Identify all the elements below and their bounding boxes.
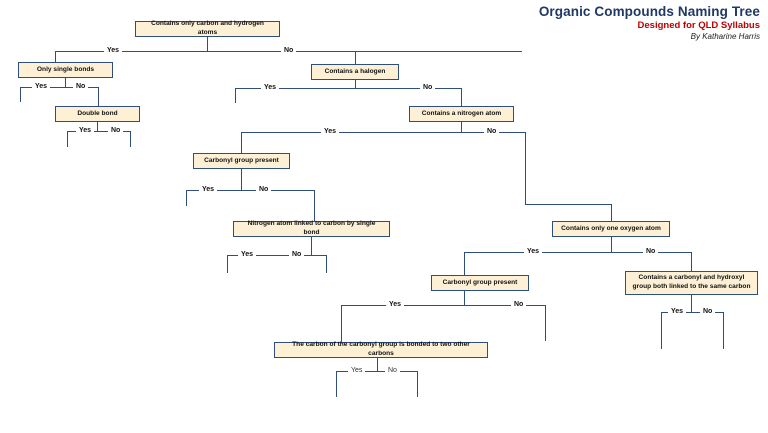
connector-n10-no-terminal bbox=[723, 312, 724, 349]
connector-n7-no-terminal bbox=[326, 255, 327, 273]
connector-n8-stem bbox=[611, 237, 612, 252]
node-contains-a-halogen[interactable]: Contains a halogen bbox=[311, 64, 399, 80]
edge-label-n9-no: No bbox=[511, 301, 527, 308]
connector-n6-yes-terminal bbox=[186, 190, 187, 206]
node-carbon-of-carbonyl-bonded-to-two-other-carbons[interactable]: The carbon of the carbonyl group is bond… bbox=[274, 341, 488, 358]
connector-n1-yes-leg bbox=[55, 51, 56, 62]
connector-n5-stem bbox=[461, 122, 462, 132]
node-contains-only-one-oxygen-atom[interactable]: Contains only one oxygen atom bbox=[552, 221, 670, 237]
connector-n4-bus bbox=[235, 88, 461, 89]
connector-n10-bus bbox=[661, 312, 723, 313]
connector-n3-stem bbox=[97, 122, 98, 131]
connector-n5-no-leg-across bbox=[525, 204, 611, 205]
node-carbonyl-group-present-oxygen-branch[interactable]: Carbonyl group present bbox=[431, 275, 529, 291]
connector-n7-bus bbox=[227, 255, 326, 256]
connector-n9-bus bbox=[341, 305, 545, 306]
connector-n7-stem bbox=[311, 237, 312, 255]
connector-n10-yes-terminal bbox=[661, 312, 662, 349]
edge-label-n11-no: No bbox=[385, 367, 400, 374]
edge-label-n6-yes: Yes bbox=[199, 186, 218, 193]
connector-n8-no-leg bbox=[691, 252, 692, 271]
connector-n11-yes-terminal bbox=[336, 371, 337, 397]
edge-label-n6-no: No bbox=[256, 186, 272, 193]
connector-n6-stem bbox=[241, 169, 242, 190]
edge-label-n1-yes: Yes bbox=[104, 47, 123, 54]
connector-n6-no-leg bbox=[314, 190, 315, 221]
node-double-bond[interactable]: Double bond bbox=[55, 106, 140, 122]
page-title: Organic Compounds Naming Tree bbox=[538, 4, 760, 19]
connector-n6-bus bbox=[186, 190, 314, 191]
connector-n8-bus bbox=[464, 252, 691, 253]
connector-n10-stem bbox=[691, 295, 692, 312]
title-block: Organic Compounds Naming Tree Designed f… bbox=[539, 4, 760, 42]
edge-label-n4-no: No bbox=[420, 84, 436, 91]
connector-n4-stem bbox=[355, 80, 356, 88]
edge-label-n10-yes: Yes bbox=[668, 308, 687, 315]
node-only-single-bonds[interactable]: Only single bonds bbox=[18, 62, 113, 78]
connector-n5-yes-leg bbox=[241, 132, 242, 153]
connector-n4-yes-terminal bbox=[235, 88, 236, 103]
node-contains-a-carbonyl-and-hydroxyl-group[interactable]: Contains a carbonyl and hydroxyl group b… bbox=[625, 271, 758, 295]
connector-n11-no-terminal bbox=[417, 371, 418, 397]
page-subtitle: Designed for QLD Syllabus bbox=[637, 19, 760, 31]
edge-label-n11-yes: Yes bbox=[348, 367, 366, 374]
connector-n3-no-terminal bbox=[130, 131, 131, 147]
edge-label-n8-yes: Yes bbox=[524, 248, 543, 255]
node-contains-only-carbon-and-hydrogen-atoms[interactable]: Contains only carbon and hydrogen atoms bbox=[135, 20, 280, 37]
edge-label-n5-yes: Yes bbox=[321, 128, 340, 135]
connector-n3-yes-terminal bbox=[67, 131, 68, 147]
node-contains-a-nitrogen-atom[interactable]: Contains a nitrogen atom bbox=[409, 106, 514, 122]
edge-label-n3-yes: Yes bbox=[76, 127, 95, 134]
connector-n9-stem bbox=[464, 291, 465, 305]
connector-n9-no-terminal bbox=[545, 305, 546, 341]
connector-n2-no-leg bbox=[98, 87, 99, 106]
edge-label-n10-no: No bbox=[700, 308, 716, 315]
edge-label-n7-no: No bbox=[289, 251, 305, 258]
connector-n3-bus bbox=[67, 131, 130, 132]
connector-n2-stem bbox=[65, 78, 66, 87]
connector-n4-no-leg bbox=[461, 88, 462, 106]
connector-n2-yes-terminal bbox=[20, 87, 21, 102]
node-nitrogen-atom-linked-to-carbon-by-single-bond[interactable]: Nitrogen atom linked to carbon by single… bbox=[233, 220, 390, 237]
edge-label-n3-no: No bbox=[108, 127, 124, 134]
node-carbonyl-group-present-nitrogen-branch[interactable]: Carbonyl group present bbox=[193, 153, 290, 169]
edge-label-n5-no: No bbox=[484, 128, 500, 135]
edge-label-n1-no: No bbox=[281, 47, 297, 54]
edge-label-n4-yes: Yes bbox=[261, 84, 280, 91]
connector-n5-no-leg-into-n8 bbox=[611, 204, 612, 221]
connector-n11-bus bbox=[336, 371, 417, 372]
connector-n5-bus bbox=[241, 132, 525, 133]
connector-n2-bus bbox=[20, 87, 98, 88]
page-author: By Katharine Harris bbox=[690, 32, 760, 42]
connector-n1-stem bbox=[207, 37, 208, 52]
connector-n8-yes-leg bbox=[464, 252, 465, 275]
connector-n11-stem bbox=[377, 358, 378, 371]
edge-label-n8-no: No bbox=[643, 248, 659, 255]
connector-n7-yes-terminal bbox=[227, 255, 228, 273]
connector-n9-yes-leg bbox=[341, 305, 342, 342]
edge-label-n7-yes: Yes bbox=[238, 251, 257, 258]
edge-label-n2-yes: Yes bbox=[32, 83, 51, 90]
edge-label-n9-yes: Yes bbox=[386, 301, 405, 308]
edge-label-n2-no: No bbox=[73, 83, 89, 90]
connector-n5-no-leg-down bbox=[525, 132, 526, 204]
connector-n1-no-leg bbox=[355, 51, 356, 64]
